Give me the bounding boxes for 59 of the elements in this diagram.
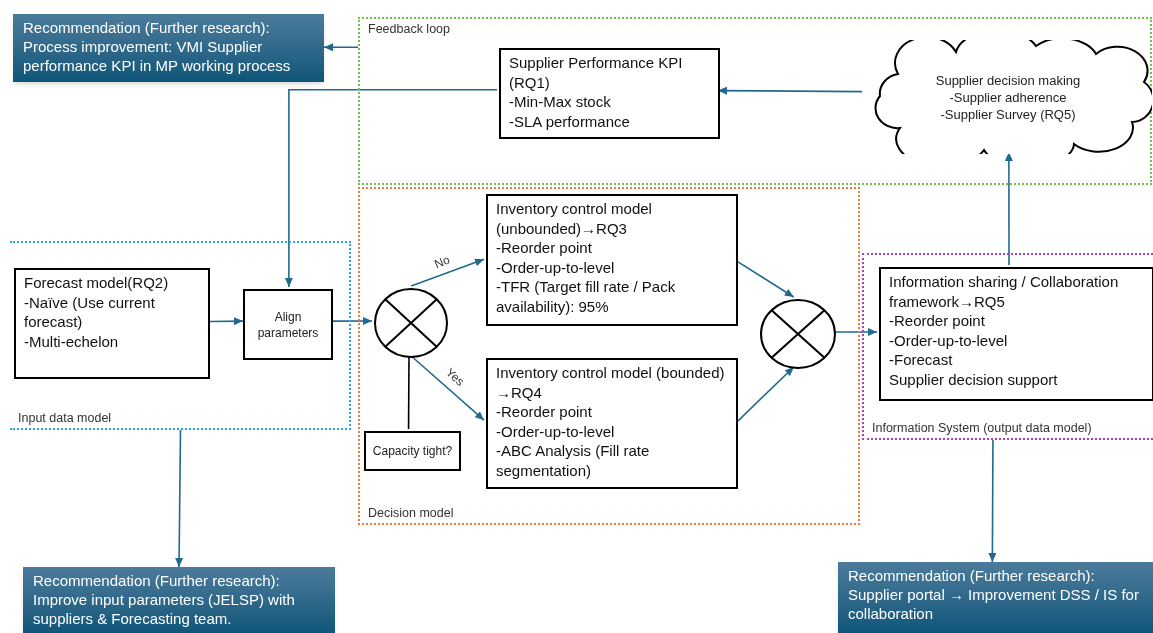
box-text: Capacity tight? xyxy=(372,443,453,459)
box-text: Recommendation (Further research): xyxy=(33,571,281,590)
group-frame xyxy=(10,241,351,430)
arrow xyxy=(332,317,373,325)
box-text: -Supplier Survey (RQ5) xyxy=(940,105,1076,123)
box-text: -Multi-echelon xyxy=(24,331,120,351)
process-box xyxy=(243,289,333,360)
box-text: Supplier Performance KPI (RQ1) xyxy=(509,53,684,92)
box-text: -Reorder point xyxy=(889,311,986,331)
arrow xyxy=(988,439,997,563)
process-box xyxy=(499,48,720,139)
arrow xyxy=(284,88,498,288)
arrow xyxy=(209,317,244,326)
box-text: Information System (output data model) xyxy=(872,420,1092,436)
process-box xyxy=(14,268,210,379)
recommendation-box xyxy=(23,567,335,633)
box-text: Improve input parameters (JELSP) with suppliers & Forecasting team. xyxy=(33,590,296,628)
group-frame xyxy=(358,17,1152,185)
recommendation-box xyxy=(13,14,324,82)
box-text: Information sharing / Collaboration framework→RQ5 xyxy=(889,272,1120,311)
box-text: -Forecast xyxy=(889,350,954,370)
box-text: -ABC Analysis (Fill rate segmentation) xyxy=(496,441,651,480)
box-text: -SLA performance xyxy=(509,111,631,131)
box-text: Supplier decision support xyxy=(889,369,1059,389)
process-box xyxy=(486,194,738,326)
arrow xyxy=(175,429,184,568)
box-text: Decision model xyxy=(368,505,454,521)
arrow xyxy=(323,43,359,52)
process-box xyxy=(486,358,738,489)
box-text: -Order-up-to-level xyxy=(496,421,616,441)
box-text: Recommendation (Further research): xyxy=(848,566,1096,585)
arrow xyxy=(410,355,485,421)
arrow xyxy=(1004,151,1013,266)
box-text: -TFR (Target fill rate / Pack availability): 95% xyxy=(496,277,677,316)
box-text: Inventory control model (bounded) →RQ4 xyxy=(496,363,726,402)
box-text: Input data model xyxy=(18,410,112,426)
box-text: Forecast model(RQ2) xyxy=(24,273,170,293)
box-text: Supplier decision making xyxy=(935,71,1081,89)
box-text: Feedback loop xyxy=(368,21,450,37)
box-text: -Order-up-to-level xyxy=(889,330,1009,350)
box-text: Recommendation (Further research): xyxy=(23,18,271,37)
box-text: Supplier portal → Improvement DSS / IS for collaboration xyxy=(848,585,1140,623)
box-text: Process improvement: VMI Supplier performance KPI in MP working process xyxy=(23,37,292,75)
summing-junction xyxy=(374,288,448,358)
box-text: -Reorder point xyxy=(496,402,593,422)
box-text: -Reorder point xyxy=(496,238,593,258)
group-frame xyxy=(358,187,860,525)
arrow xyxy=(410,258,485,287)
summing-junction xyxy=(760,299,836,369)
box-text: -Order-up-to-level xyxy=(496,257,616,277)
box-text: -Naïve (Use current forecast) xyxy=(24,292,156,332)
box-text: -Supplier adherence xyxy=(949,88,1067,106)
group-frame xyxy=(862,253,1153,440)
process-box xyxy=(879,267,1153,401)
box-text: Inventory control model (unbounded)→RQ3 xyxy=(496,199,653,238)
box-text: -Min-Max stock xyxy=(509,92,612,112)
recommendation-box xyxy=(838,562,1153,633)
process-box xyxy=(364,431,461,471)
box-text: Align parameters xyxy=(256,308,320,341)
